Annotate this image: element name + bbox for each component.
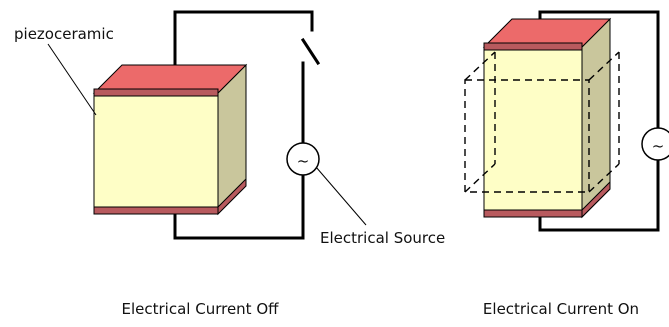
caption-current-on: Electrical Current On	[483, 300, 639, 318]
current-off-panel: ~ piezoceramic Electrical Source Electri…	[14, 10, 445, 318]
electrical-source-label: Electrical Source	[320, 229, 445, 247]
ceramic-front-face	[483, 46, 583, 218]
open-switch	[300, 37, 321, 66]
ac-source-off: ~	[286, 142, 320, 176]
svg-text:~: ~	[652, 137, 665, 155]
caption-current-off: Electrical Current Off	[122, 300, 280, 318]
piezo-block-on	[482, 17, 612, 219]
original-shape-outline	[464, 51, 620, 193]
top-electrode-band	[93, 88, 219, 97]
source-leader-line	[315, 166, 367, 226]
top-electrode-band	[483, 42, 583, 51]
piezoceramic-label: piezoceramic	[14, 25, 114, 43]
ceramic-front-face	[93, 92, 219, 214]
ac-source-on: ~	[641, 127, 669, 161]
piezo-block-off	[92, 63, 248, 216]
source-symbol: ~	[297, 152, 310, 170]
piezoceramic-leader-line	[47, 43, 97, 116]
bottom-electrode-band	[93, 206, 219, 215]
current-on-panel: ~ Electrical Current On	[464, 10, 669, 318]
bottom-electrode-band	[483, 209, 583, 218]
circuit-wire-off	[173, 10, 321, 240]
